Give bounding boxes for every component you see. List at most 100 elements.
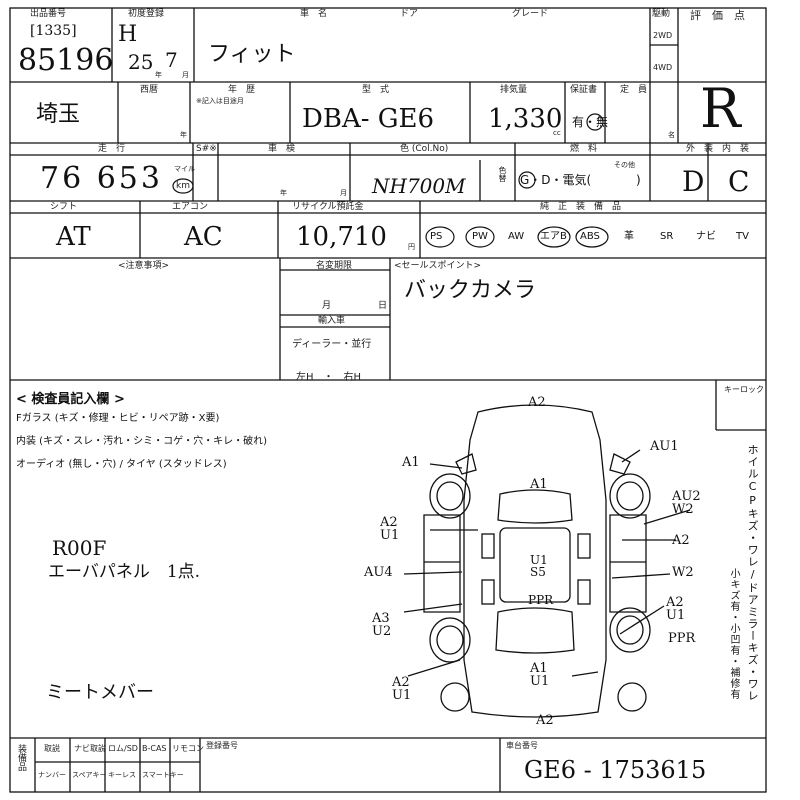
inspector-title: < 検査員記入欄 > xyxy=(16,392,125,407)
equipment-aw: AW xyxy=(508,231,525,242)
footer-remote: リモコン xyxy=(172,744,204,753)
mark-right-rear-door: W2 xyxy=(672,565,694,580)
footer-rom-sd: ロム/SD xyxy=(108,744,138,753)
footer-navi-manual: ナビ取説 xyxy=(74,744,106,753)
km-unit: km xyxy=(176,181,190,191)
region: 埼玉 xyxy=(36,102,81,127)
yen-unit: 円 xyxy=(408,243,415,251)
capacity-label: 定 員 xyxy=(620,85,648,95)
exterior-label: 外 装 xyxy=(686,144,714,154)
interior-label: 内 装 xyxy=(722,144,750,154)
car-name: フィット xyxy=(208,42,296,67)
inspection-year-unit: 年 xyxy=(280,189,287,197)
inspector-fglass: Fガラス (キズ・修理・ヒビ・リペア跡・X要) xyxy=(16,413,220,424)
inspector-interior: 内装 (キズ・スレ・汚れ・シミ・コゲ・穴・キレ・破れ) xyxy=(16,436,267,447)
footer-bcas: B-CAS xyxy=(142,744,167,753)
registration-month: 7 xyxy=(165,48,178,72)
aircon-value: AC xyxy=(184,222,223,252)
handwritten-panel: エーバパネル 1点. xyxy=(48,562,201,582)
grade-label: グレード xyxy=(512,9,549,19)
door-label: ドア xyxy=(400,9,419,19)
mile-unit: マイル xyxy=(174,165,195,173)
key-lock-label: キーロック xyxy=(724,385,764,394)
registration-number-label: 登録番号 xyxy=(206,741,238,750)
equipment-sunroof: SR xyxy=(660,231,674,242)
mark-rear-bumper: A2 xyxy=(536,713,554,728)
name-expiry-month: 月 xyxy=(322,301,332,311)
color-change-label: 色替 xyxy=(498,166,507,182)
damage-scale-note: 小キズ有・小凹有・補修有 xyxy=(728,568,739,700)
interior-grade: C xyxy=(728,165,750,198)
mark-front-bumper: A2 xyxy=(528,395,546,410)
month-unit: 月 xyxy=(182,71,189,79)
import-label: 輸入車 xyxy=(318,316,346,326)
footer-number-plate: ナンバー xyxy=(38,771,66,779)
wheel-mirror-note: ホイルCPキズ・ワレ/ドアミラーキズ・ワレ xyxy=(746,444,760,702)
selling-point-label: <セールスポイント> xyxy=(394,261,482,271)
mark-right-front-door: A2 xyxy=(672,533,690,548)
lot-sub-number: [1335] xyxy=(30,23,77,39)
chassis-label: 車台番号 xyxy=(506,741,538,750)
year-unit: 年 xyxy=(155,71,162,79)
color-label: 色 (Col.No) xyxy=(400,144,449,154)
handwritten-meter: ミートメバー xyxy=(46,682,154,703)
cc-unit: cc xyxy=(553,129,561,137)
equipment-leather: 革 xyxy=(624,231,634,242)
mileage-value: 76 653 xyxy=(40,161,163,196)
drive-4wd: 4WD xyxy=(653,63,673,72)
color-code: NH700M xyxy=(372,174,466,198)
fuel-label: 燃 料 xyxy=(570,144,598,154)
capacity-unit: 名 xyxy=(668,131,675,139)
inspection-month-unit: 月 xyxy=(340,189,347,197)
mark-right-rear-ppr: PPR xyxy=(668,631,696,646)
registration-year: 25 xyxy=(128,50,154,74)
footer-spare-key: スペアキー xyxy=(72,771,107,779)
displacement-label: 排気量 xyxy=(500,85,528,95)
score-label: 評 価 点 xyxy=(690,9,745,22)
mark-roof: U1 S5 xyxy=(530,553,548,579)
caution-label: <注意事項> xyxy=(118,261,170,271)
mark-hood: A1 xyxy=(530,477,548,492)
shift-value: AT xyxy=(56,222,91,252)
mark-left-rear-door: A3 U2 xyxy=(372,611,392,639)
mark-left-mirror: A1 xyxy=(402,455,420,470)
steering-side: 左H ・ 右H xyxy=(296,372,362,383)
name-expiry-day: 日 xyxy=(378,301,388,311)
score-value: R xyxy=(700,77,741,140)
mileage-label: 走 行 xyxy=(98,144,126,154)
s-number-label: S#※ xyxy=(196,144,217,154)
western-year-label: 西暦 xyxy=(140,85,159,95)
footer-equipment-label: 装備品 xyxy=(16,744,26,771)
selling-point: バックカメラ xyxy=(404,278,537,303)
car-name-label: 車 名 xyxy=(300,9,328,19)
exterior-grade: D xyxy=(682,165,705,198)
calendar-note: ※記入は目途月 xyxy=(196,97,244,105)
shift-label: シフト xyxy=(50,202,78,212)
fuel-other-label: その他 xyxy=(614,161,635,169)
name-expiry-label: 名変期限 xyxy=(316,261,353,271)
warranty-value: 有・無 xyxy=(572,115,609,129)
footer-keyless: キーレス xyxy=(108,771,136,779)
mark-left-rear-fender: A2 U1 xyxy=(392,675,412,703)
equipment-navi: ナビ xyxy=(696,231,716,242)
displacement-value: 1,330 xyxy=(488,104,563,134)
inspector-audio-tire: オーディオ (無し・穴) / タイヤ (スタッドレス) xyxy=(16,459,227,470)
aircon-label: エアコン xyxy=(172,202,209,212)
equipment-label: 純 正 装 備 品 xyxy=(540,202,622,212)
model-label: 型 式 xyxy=(362,85,390,95)
mark-right-rear-fender: A2 U1 xyxy=(666,595,686,623)
handwritten-roof: R00F xyxy=(52,536,107,560)
inspection-label: 車 検 xyxy=(268,144,296,154)
mark-rear-gate: A1 U1 xyxy=(530,661,550,689)
mark-left-front-door: AU4 xyxy=(364,565,393,580)
mark-roof-ppr: PPR xyxy=(528,593,554,607)
import-type: ディーラー・並行 xyxy=(292,339,372,350)
calendar-label: 年 歴 xyxy=(228,85,256,95)
warranty-label: 保証書 xyxy=(570,85,598,95)
chassis-number: GE6 - 1753615 xyxy=(524,756,707,784)
mark-left-front-fender: A2 U1 xyxy=(380,515,400,543)
